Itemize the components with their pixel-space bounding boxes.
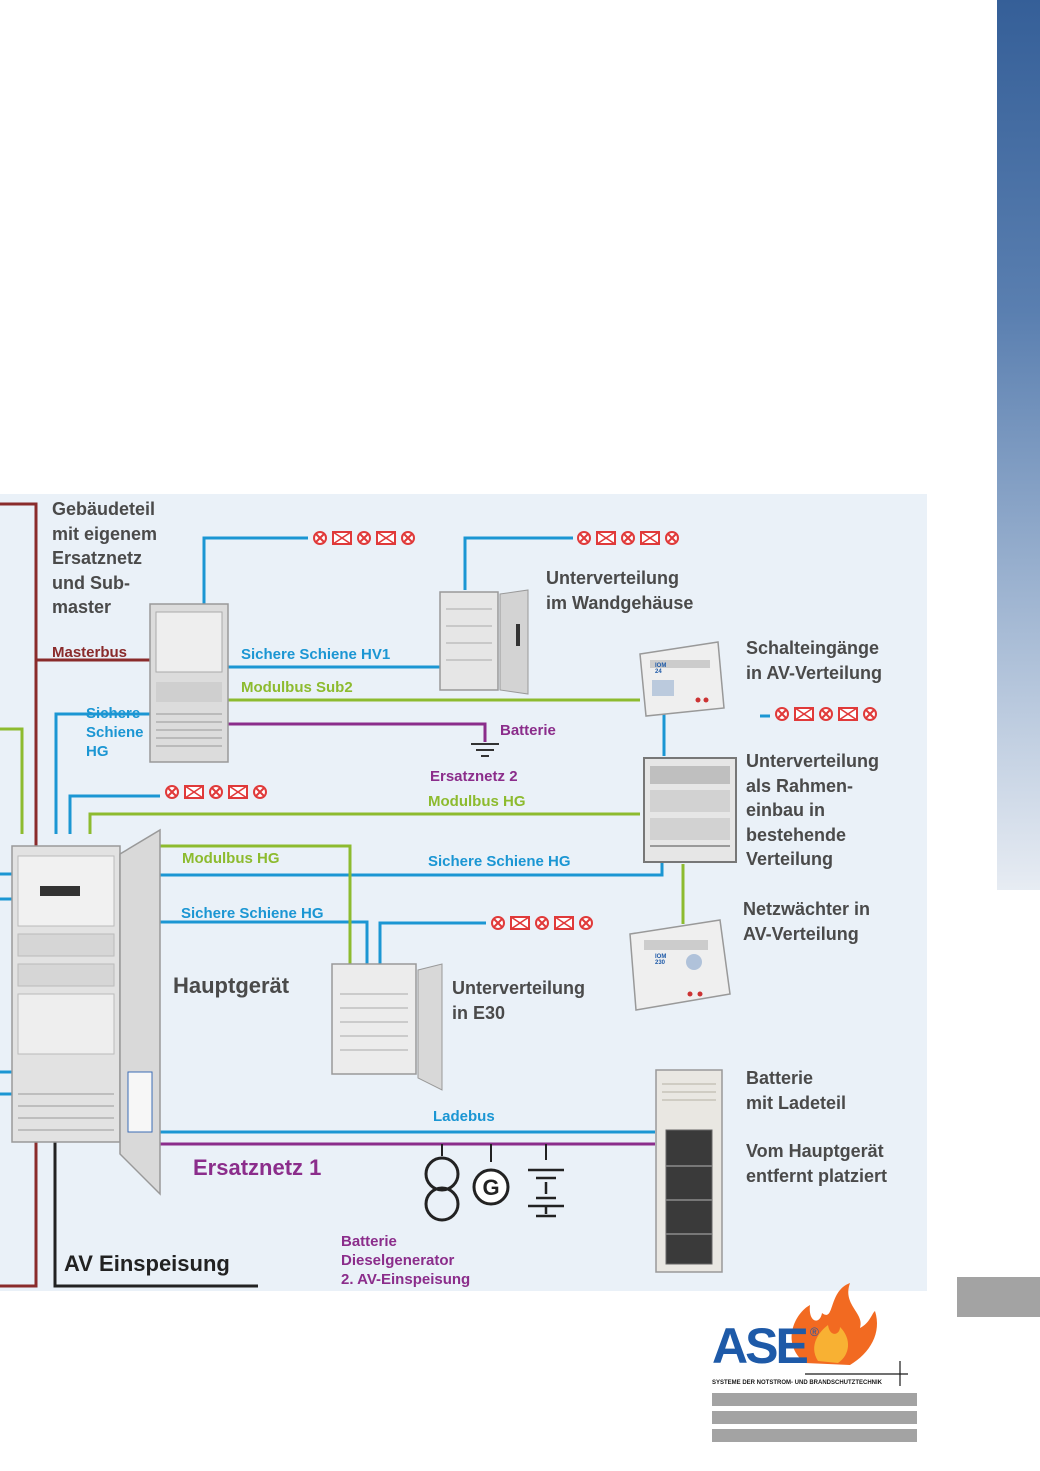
iom230-module [629, 919, 731, 1011]
page-tab [957, 1277, 1040, 1317]
label-sichere-schiene-hg-mid: Sichere Schiene HG [428, 853, 571, 870]
label-schalteingaenge: Schalteingänge in AV-Verteilung [746, 638, 883, 683]
iom24-module [639, 641, 725, 717]
label-uv-rahmeneinbau: Unterverteilung als Rahmen- einbau in be… [746, 751, 880, 869]
label-sichere-schiene-hg-left: Sichere Schiene HG [86, 705, 144, 760]
svg-text:G: G [482, 1175, 499, 1200]
label-masterbus: Masterbus [52, 644, 128, 661]
submaster-cabinet [149, 603, 229, 763]
label-modulbus-hg-left: Modulbus HG [182, 850, 280, 867]
label-sichere-schiene-hv1: Sichere Schiene HV1 [241, 646, 391, 663]
label-ladebus: Ladebus [433, 1108, 495, 1125]
label-ersatznetz-2: Ersatznetz 2 [430, 768, 518, 785]
label-batterie-diesel: Batterie Dieselgenerator 2. AV-Einspeisu… [341, 1233, 471, 1288]
system-diagram: G [0, 494, 927, 1291]
flame-icon [712, 1283, 917, 1442]
label-av-einspeisung: AV Einspeisung [64, 1251, 230, 1276]
diagram-lines: G [0, 502, 927, 1288]
sidebar-color-band [997, 0, 1040, 890]
label-hauptgeraet: Hauptgerät [173, 973, 290, 998]
label-sichere-schiene-hg-low: Sichere Schiene HG [181, 905, 324, 922]
label-modulbus-sub2: Modulbus Sub2 [241, 679, 353, 696]
wall-enclosure [439, 589, 529, 695]
label-iom24: IOM 24 [655, 663, 667, 675]
ase-logo: ASE ® SYSTEME DER NOTSTROM- UND BRANDSCH… [710, 1283, 920, 1448]
logo-tagline: SYSTEME DER NOTSTROM- UND BRANDSCHUTZTEC… [712, 1380, 882, 1386]
logo-brand: ASE [712, 1318, 809, 1374]
logo-registered: ® [810, 1325, 819, 1339]
label-netzwaechter: Netzwächter in AV-Verteilung [743, 899, 871, 944]
label-uv-wandgehaeuse: Unterverteilung im Wandgehäuse [546, 568, 694, 613]
rahmen-panel [643, 757, 737, 863]
label-ersatznetz-1: Ersatznetz 1 [193, 1155, 322, 1180]
main-cabinet [11, 828, 161, 1196]
label-uv-e30: Unterverteilung in E30 [452, 978, 586, 1023]
label-batterie-ladeteil: Batterie mit Ladeteil [746, 1068, 847, 1113]
label-gebaeudeteil: Gebäudeteil mit eigenem Ersatznetz und S… [52, 499, 158, 617]
label-vom-hauptgeraet: Vom Hauptgerät entfernt platziert [746, 1141, 888, 1186]
label-iom230: IOM 230 [655, 954, 667, 966]
battery-cabinet [655, 1069, 723, 1273]
e30-enclosure [331, 963, 443, 1091]
label-modulbus-hg-mid: Modulbus HG [428, 793, 526, 810]
label-batterie-top: Batterie [500, 722, 556, 739]
